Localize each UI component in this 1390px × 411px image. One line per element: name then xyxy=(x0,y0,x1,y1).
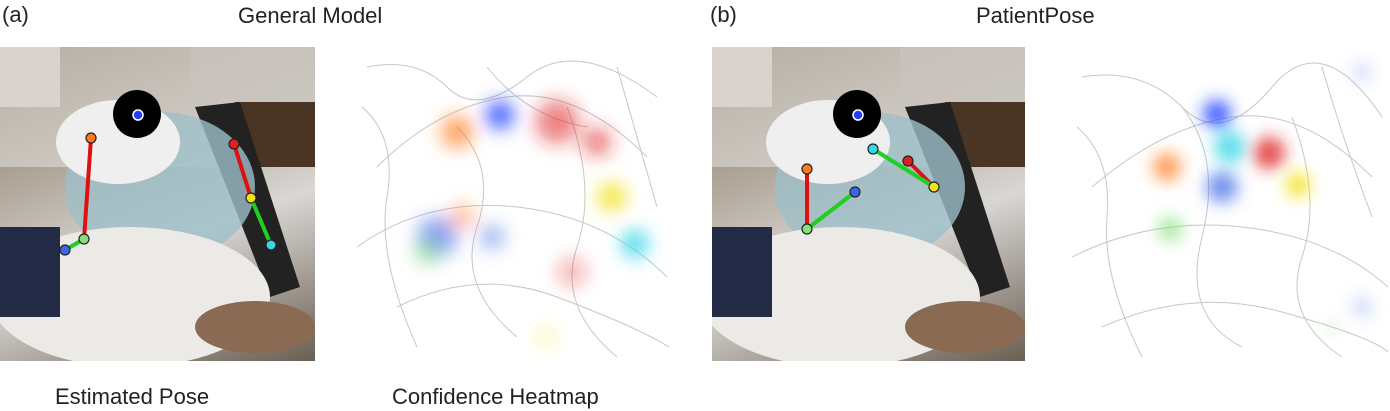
panel-b-title: PatientPose xyxy=(976,3,1095,28)
panel-b-heatmap xyxy=(1072,47,1388,363)
panel-a-letter: (a) xyxy=(2,2,29,27)
panel-a-heatmap xyxy=(357,47,669,363)
pose-right-upper-arm xyxy=(232,143,253,199)
pose-head-keypoint xyxy=(132,109,144,121)
caption-estimated-pose: Estimated Pose xyxy=(55,384,210,409)
panel-a-title: General Model xyxy=(238,3,383,28)
caption-confidence-heatmap: Confidence Heatmap xyxy=(392,384,599,409)
panel-a-pose-image xyxy=(0,47,315,361)
pose-left-upper-arm xyxy=(82,137,93,240)
pose-b-right-forearm xyxy=(871,147,936,189)
pose-right-forearm xyxy=(249,197,273,246)
panel-b-pose-image xyxy=(712,47,1025,361)
panel-b-letter: (b) xyxy=(710,2,737,27)
pose-b-head-keypoint xyxy=(852,109,864,121)
pose-b-left-forearm xyxy=(805,190,857,231)
